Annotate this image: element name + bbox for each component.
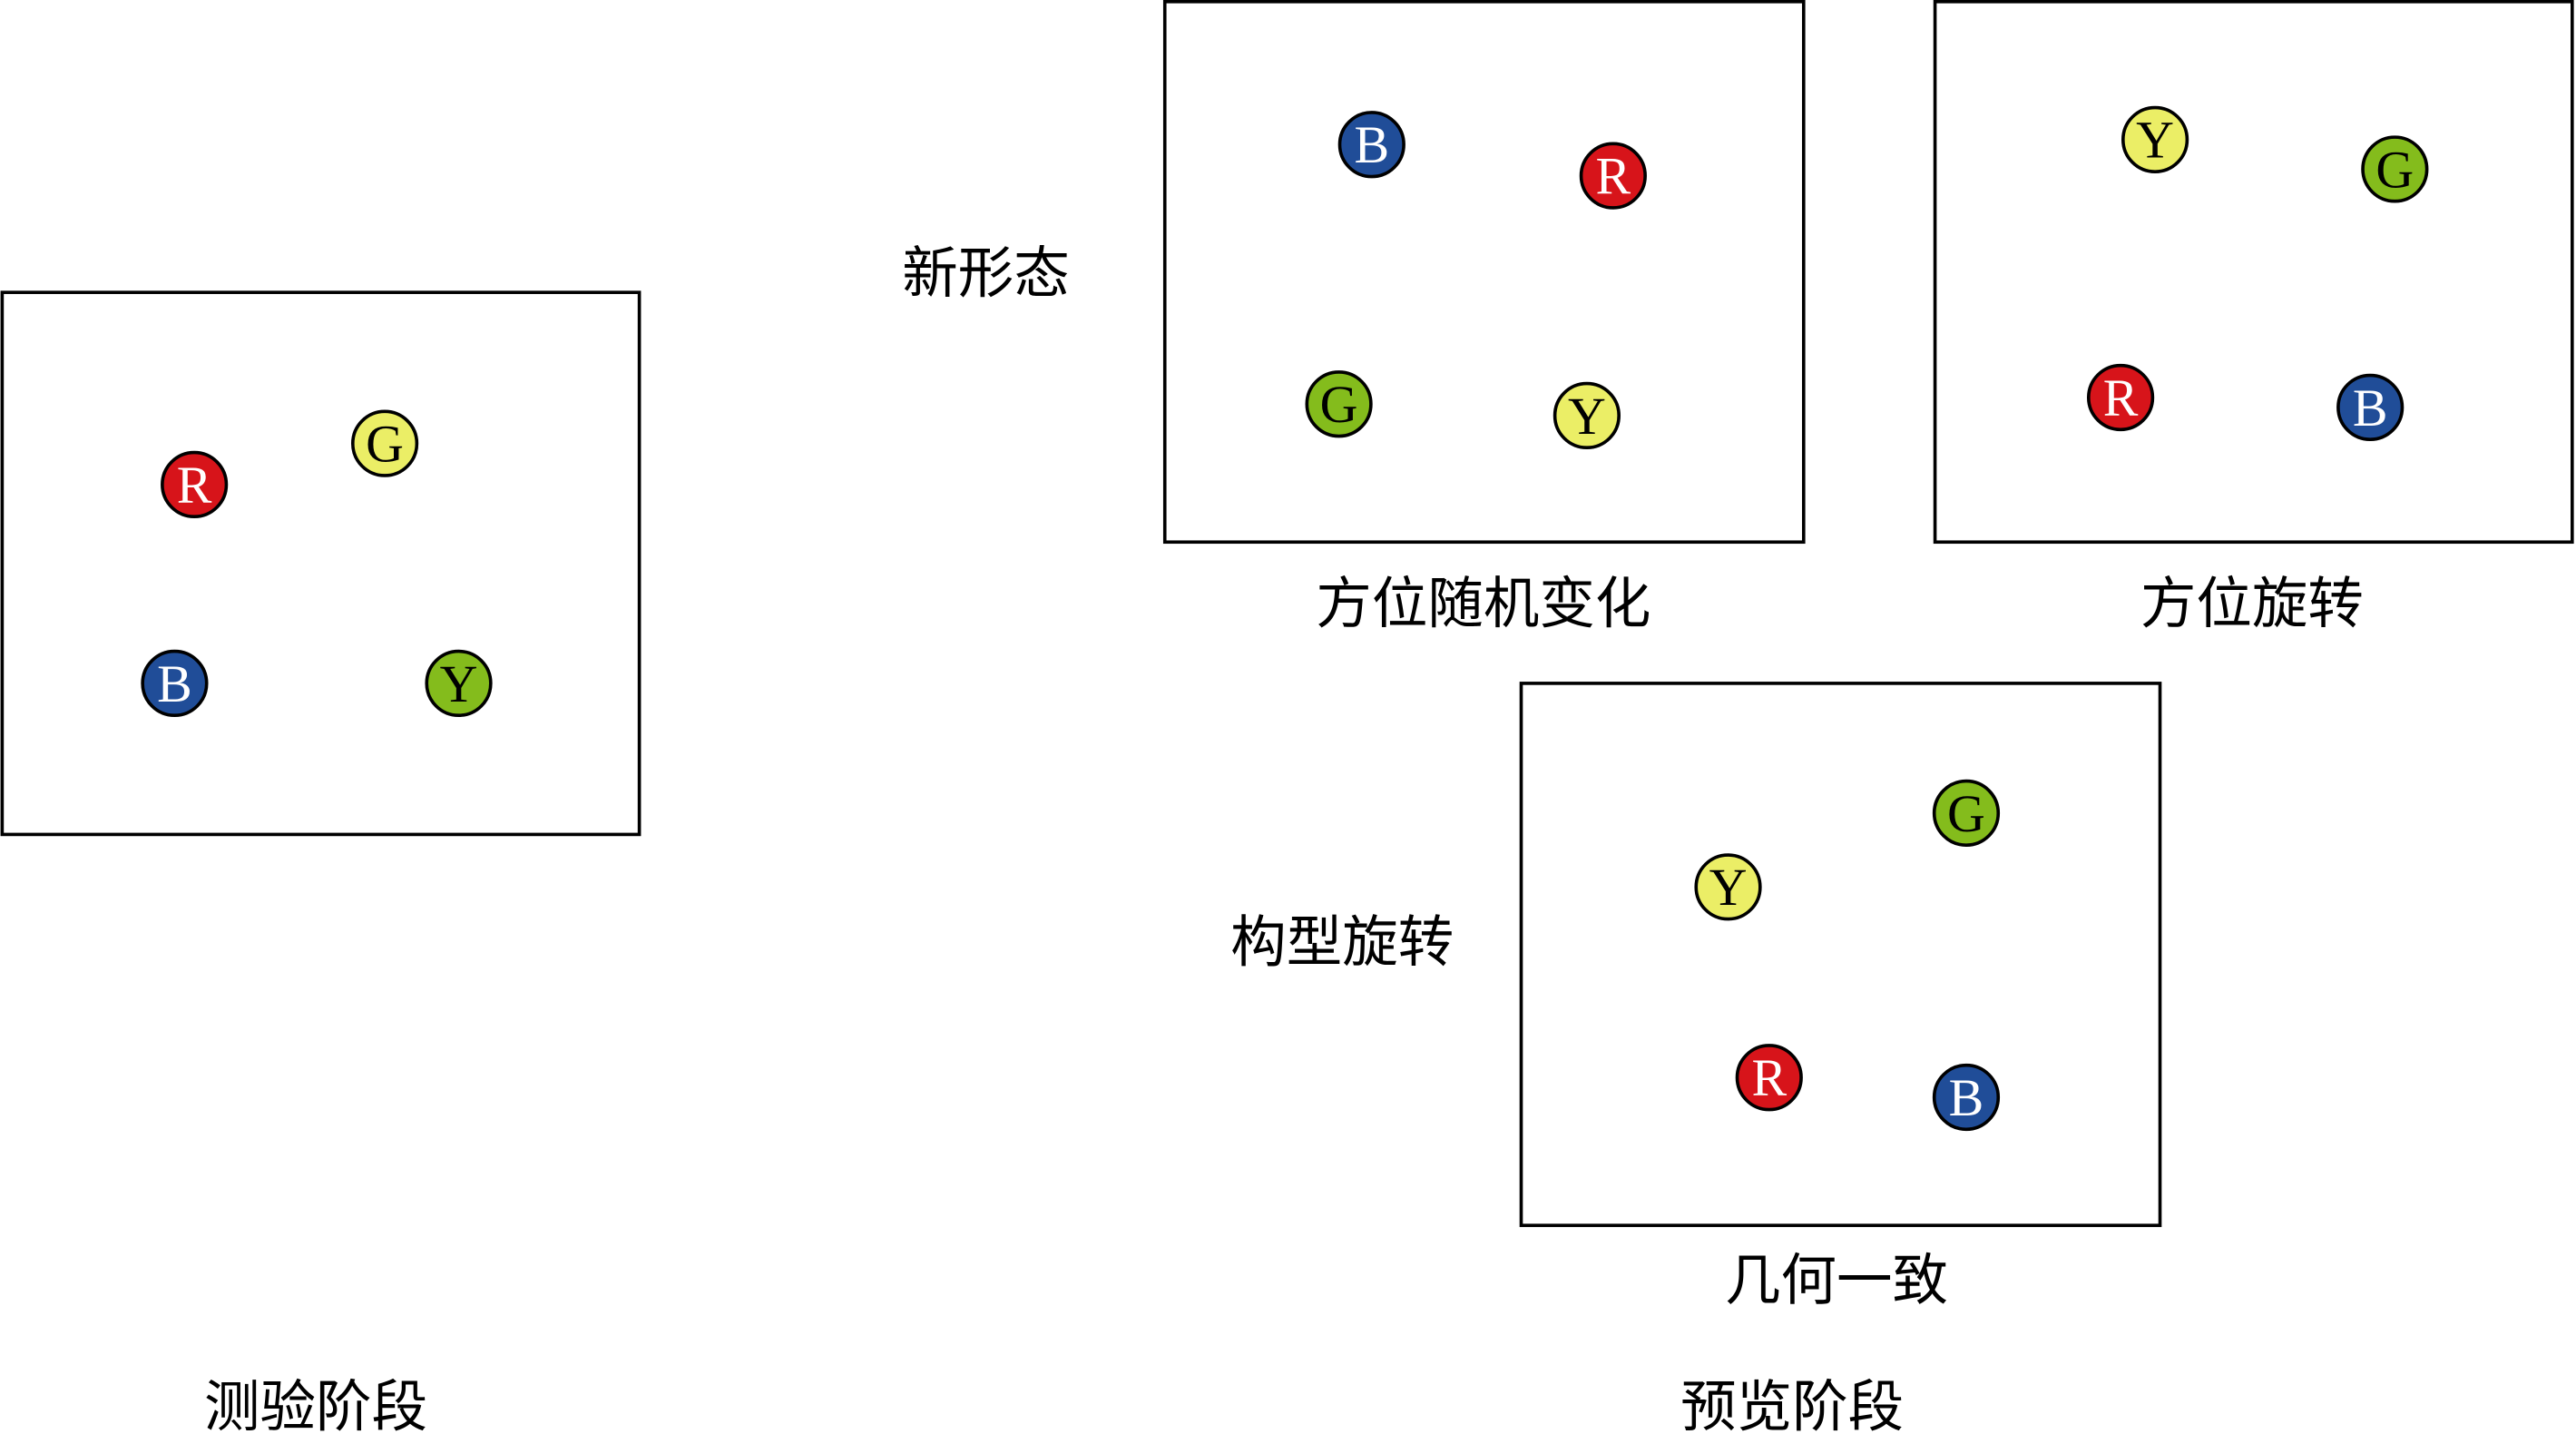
marker-rotation-b [2336, 373, 2405, 441]
label-new-form: 新形态 [902, 241, 1070, 306]
marker-consistent-g [1932, 779, 2001, 847]
label-geometric-consistent: 几何一致 [1725, 1248, 1948, 1313]
marker-letter: Y [2136, 111, 2174, 170]
marker-letter: R [1751, 1048, 1787, 1107]
marker-letter: B [1354, 115, 1389, 174]
marker-letter: Y [440, 654, 478, 713]
marker-rotation-g [2361, 135, 2429, 203]
marker-letter: Y [1568, 387, 1606, 446]
label-test-phase: 测验阶段 [204, 1374, 427, 1434]
label-configuration-rotation: 构型旋转 [1230, 909, 1454, 975]
marker-letter: R [1596, 147, 1631, 206]
marker-consistent-r [1735, 1044, 1803, 1112]
label-preview-phase: 预览阶段 [1680, 1374, 1904, 1434]
marker-test-y [425, 649, 493, 717]
marker-random-g [1305, 370, 1373, 438]
marker-test-r [161, 450, 229, 519]
marker-rotation-r [2086, 363, 2155, 432]
marker-letter: Y [1709, 858, 1748, 917]
marker-consistent-y [1694, 853, 1762, 921]
marker-random-y [1552, 381, 1621, 449]
marker-letter: G [2375, 140, 2414, 199]
label-orientation-rotation: 方位旋转 [2140, 571, 2364, 636]
marker-letter: B [157, 654, 192, 713]
panel-geometric-consistent [1519, 682, 2162, 1227]
label-random-orientation: 方位随机变化 [1316, 571, 1650, 636]
marker-test-g [350, 409, 419, 477]
marker-random-b [1337, 111, 1406, 179]
panel-orientation-rotation [1933, 0, 2574, 545]
marker-letter: B [2353, 378, 2388, 437]
marker-consistent-b [1932, 1063, 2001, 1132]
marker-rotation-y [2121, 105, 2189, 173]
marker-letter: G [1320, 375, 1358, 434]
panel-random-orientation [1162, 0, 1806, 545]
marker-test-b [141, 649, 209, 717]
marker-letter: R [177, 456, 212, 515]
marker-random-r [1579, 142, 1647, 210]
marker-letter: B [1949, 1068, 1984, 1127]
marker-letter: G [366, 415, 404, 474]
marker-letter: R [2103, 368, 2139, 427]
panel-test [0, 290, 642, 837]
marker-letter: G [1947, 784, 1985, 843]
